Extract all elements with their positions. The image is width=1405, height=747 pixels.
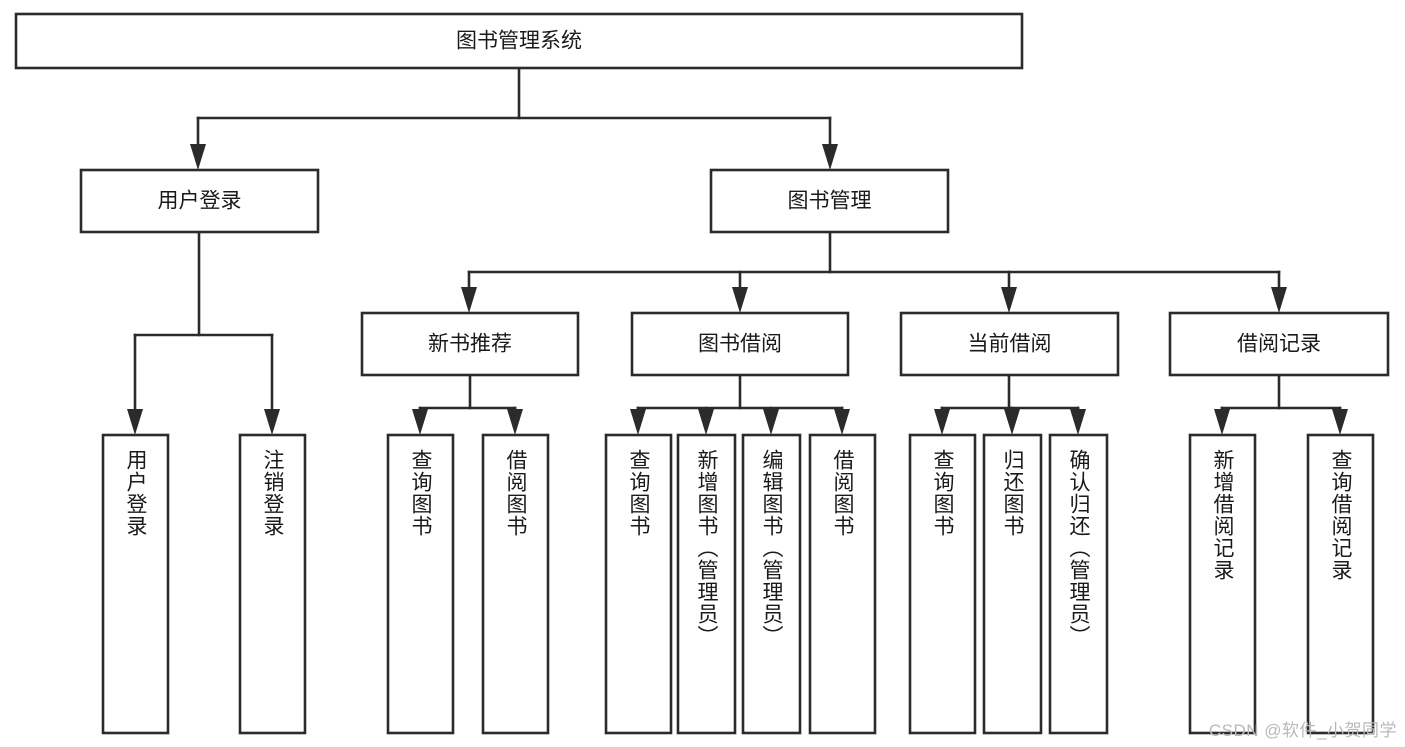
arrow-down-icon-g1-0 <box>630 409 646 435</box>
node-level2-0 <box>79 168 320 234</box>
node-level2-label-1: 图书管理 <box>788 190 872 213</box>
node-level3-2 <box>899 311 1120 377</box>
node-leaf-1 <box>238 433 307 735</box>
node-leaf-10 <box>1048 433 1109 735</box>
arrow-down-icon-g1-2 <box>763 409 779 435</box>
node-level3-label-1: 图书借阅 <box>698 333 782 356</box>
arrow-down-icon-books-3 <box>1271 287 1287 313</box>
connector-layer <box>127 66 1348 435</box>
node-leaf-5 <box>676 433 737 735</box>
node-leaf-3 <box>481 433 550 735</box>
node-root-图书管理系统 <box>14 12 1024 70</box>
csdn-watermark: CSDN @软件_小贺同学 <box>1208 721 1397 740</box>
node-leaf-0 <box>101 433 170 735</box>
arrow-down-icon-books-0 <box>461 287 477 313</box>
arrow-down-icon-g0-0 <box>412 409 428 435</box>
node-level3-label-2: 当前借阅 <box>968 333 1052 356</box>
node-leaf-7 <box>808 433 877 735</box>
node-leaf-9 <box>982 433 1043 735</box>
arrow-down-icon-g1-1 <box>698 409 714 435</box>
node-level2-1 <box>709 168 950 234</box>
arrow-down-icon-g1-3 <box>834 409 850 435</box>
node-leaf-6 <box>741 433 802 735</box>
node-leaf-11 <box>1188 433 1257 735</box>
arrow-down-icon-g0-1 <box>507 409 523 435</box>
arrow-down-icon-g3-1 <box>1332 409 1348 435</box>
arrow-down-icon-root-1 <box>822 144 838 170</box>
node-leaf-8 <box>908 433 977 735</box>
arrow-down-icon-g2-1 <box>1004 409 1020 435</box>
arrow-down-icon-g2-0 <box>934 409 950 435</box>
arrow-down-icon-books-1 <box>732 287 748 313</box>
node-root-label: 图书管理系统 <box>456 30 582 53</box>
arrow-down-icon-root-0 <box>190 144 206 170</box>
node-leaf-2 <box>386 433 455 735</box>
node-level3-label-0: 新书推荐 <box>428 333 512 356</box>
node-leaf-12 <box>1306 433 1375 735</box>
arrow-down-icon-login-1 <box>264 409 280 435</box>
arrow-down-icon-login-0 <box>127 409 143 435</box>
node-level3-1 <box>630 311 850 377</box>
node-level3-3 <box>1168 311 1390 377</box>
node-level3-label-3: 借阅记录 <box>1237 333 1321 356</box>
node-leaf-4 <box>604 433 673 735</box>
node-level2-label-0: 用户登录 <box>158 190 242 213</box>
arrow-down-icon-books-2 <box>1001 287 1017 313</box>
node-level3-0 <box>360 311 580 377</box>
arrow-down-icon-g3-0 <box>1214 409 1230 435</box>
arrow-down-icon-g2-2 <box>1070 409 1086 435</box>
node-box-layer <box>14 12 1390 735</box>
